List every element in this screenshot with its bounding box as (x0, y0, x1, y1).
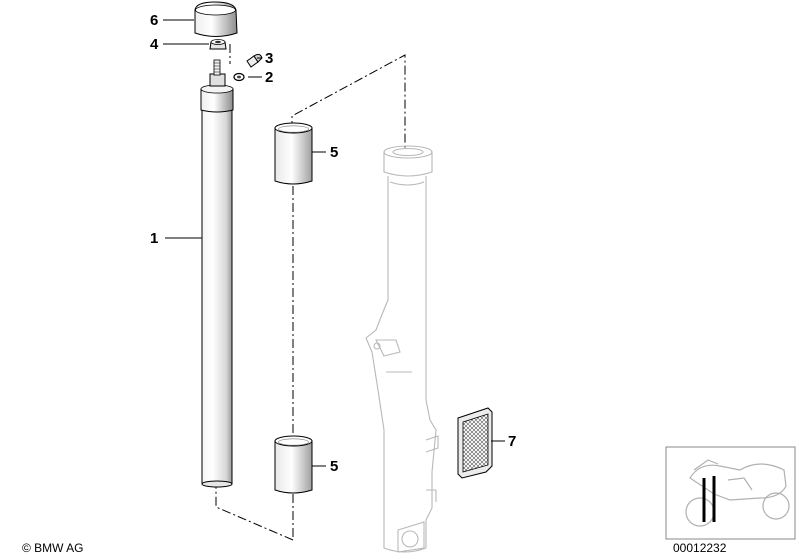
bushing-upper-part (274, 122, 313, 185)
callout-3: 3 (265, 50, 273, 67)
callout-2: 2 (265, 69, 273, 86)
diagram-number: 00012232 (673, 541, 727, 555)
screw-part (246, 53, 263, 68)
reflector-part (457, 407, 493, 479)
leader-lines (163, 19, 505, 467)
seal-ring-part (233, 72, 245, 82)
cap-part (194, 1, 238, 37)
callout-6: 6 (150, 12, 158, 29)
fork-slider-reference (365, 145, 439, 553)
nut-part (209, 39, 227, 50)
callout-1: 1 (150, 230, 158, 247)
fork-tube-part (200, 59, 234, 488)
callout-7: 7 (508, 433, 516, 450)
callout-4: 4 (150, 36, 159, 53)
callout-5-upper: 5 (330, 144, 338, 161)
callout-5-lower: 5 (330, 458, 338, 475)
motorcycle-thumbnail (665, 446, 796, 540)
copyright-text: © BMW AG (22, 541, 84, 555)
bushing-lower-part (274, 435, 313, 494)
